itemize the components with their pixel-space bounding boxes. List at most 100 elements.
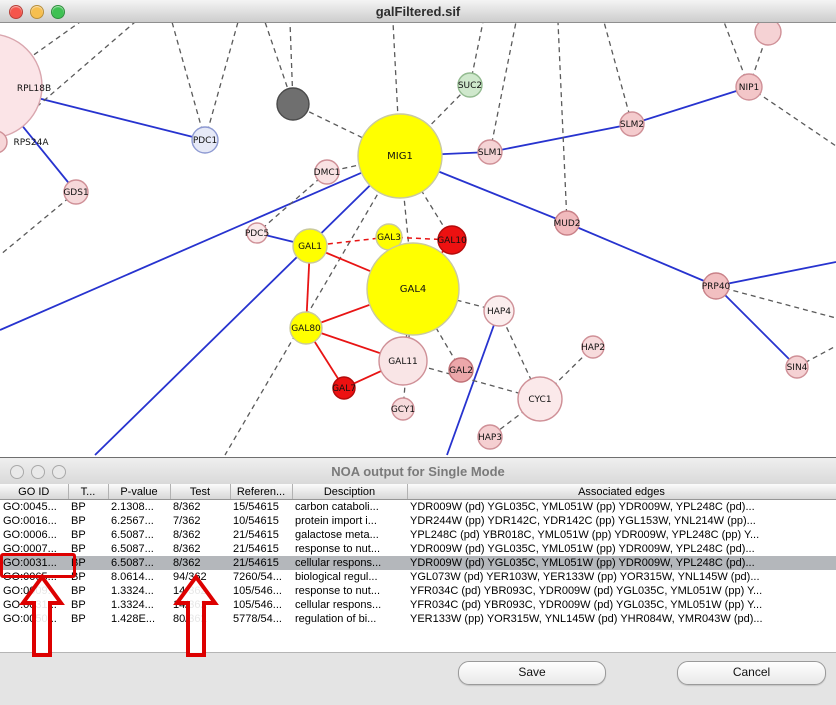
table-cell[interactable]: response to nut...	[295, 585, 380, 597]
table-cell[interactable]: cellular respons...	[295, 599, 382, 611]
table-cell[interactable]: carbon cataboli...	[295, 501, 379, 513]
table-cell[interactable]: 6.5087...	[111, 543, 154, 555]
table-cell[interactable]: BP	[71, 571, 86, 583]
table-cell[interactable]: 7260/54...	[233, 571, 282, 583]
network-node-pdc1[interactable]	[191, 126, 219, 154]
table-cell[interactable]: YFR034C (pd) YBR093C, YDR009W (pd) YGL03…	[410, 599, 763, 611]
table-cell[interactable]: GO:0031...	[0, 556, 68, 570]
network-canvas[interactable]: GDS1PDC1MIG1SUC2SLM1SLM2NIP1DMC1MUD2PDC5…	[0, 0, 836, 457]
table-cell[interactable]: YFR034C (pd) YBR093C, YDR009W (pd) YGL03…	[410, 585, 763, 597]
column-header[interactable]: Test	[170, 484, 231, 500]
close-icon[interactable]	[10, 465, 24, 479]
table-cell[interactable]: GO:0065...	[3, 571, 57, 583]
network-node-pdc5[interactable]	[246, 222, 268, 244]
table-cell[interactable]: 6.5087...	[108, 556, 170, 570]
network-node-slm2[interactable]	[619, 111, 645, 137]
network-node-prp40[interactable]	[702, 272, 730, 300]
table-cell[interactable]: 8/362	[173, 529, 201, 541]
table-cell[interactable]: 15/54615	[233, 501, 279, 513]
table-cell[interactable]: BP	[71, 543, 86, 555]
cancel-button[interactable]: Cancel	[677, 661, 826, 685]
table-cell[interactable]: 94/362	[173, 571, 207, 583]
table-cell[interactable]: 2.1308...	[111, 501, 154, 513]
column-header[interactable]: Desciption	[292, 484, 408, 500]
table-cell[interactable]: 6.5087...	[111, 529, 154, 541]
table-cell[interactable]: GO:0006...	[3, 529, 57, 541]
network-node-cyc1[interactable]	[517, 376, 563, 422]
table-cell[interactable]: 14/362	[173, 599, 207, 611]
table-cell[interactable]: YER133W (pp) YOR315W, YNL145W (pd) YHR08…	[410, 613, 763, 625]
table-cell[interactable]: 8/362	[170, 556, 230, 570]
table-cell[interactable]: BP	[71, 599, 86, 611]
table-cell[interactable]: YDR009W (pd) YGL035C, YML051W (pp) YDR00…	[407, 556, 836, 570]
table-cell[interactable]: 1.3324...	[111, 585, 154, 597]
column-header[interactable]: Associated edges	[407, 484, 836, 500]
table-cell[interactable]: 8/362	[173, 501, 201, 513]
network-node-gal7[interactable]	[332, 376, 356, 400]
table-cell[interactable]: BP	[71, 613, 86, 625]
save-button[interactable]: Save	[458, 661, 606, 685]
table-cell[interactable]: 7/362	[173, 515, 201, 527]
table-cell[interactable]: GO:0016...	[3, 515, 57, 527]
table-cell[interactable]: cellular respons...	[292, 556, 407, 570]
table-cell[interactable]: biological regul...	[295, 571, 378, 583]
network-node-sin4[interactable]	[785, 355, 809, 379]
network-node-hap2[interactable]	[581, 335, 605, 359]
table-cell[interactable]: BP	[71, 585, 86, 597]
table-cell[interactable]: BP	[68, 556, 108, 570]
minimize-icon[interactable]	[30, 5, 44, 19]
network-node-gds1[interactable]	[63, 179, 89, 205]
table-cell[interactable]: 10/54615	[233, 515, 279, 527]
table-cell[interactable]: 1.3324...	[111, 599, 154, 611]
table-cell[interactable]: GO:0045...	[3, 501, 57, 513]
network-node-bigleft[interactable]	[0, 34, 43, 138]
table-cell[interactable]: 5778/54...	[233, 613, 282, 625]
zoom-icon[interactable]	[52, 465, 66, 479]
network-node-gal80[interactable]	[289, 311, 323, 345]
table-cell[interactable]: BP	[71, 501, 86, 513]
network-node-gcy1[interactable]	[391, 397, 415, 421]
table-row[interactable]: GO:0050... BP 1.428E... 80/362 5778/54... reg…	[0, 612, 836, 626]
column-header[interactable]: Referen...	[230, 484, 293, 500]
table-cell[interactable]: GO:0009...	[3, 585, 57, 597]
network-window-titlebar[interactable]: galFiltered.sif	[0, 0, 836, 23]
table-cell[interactable]: GO:0007...	[3, 543, 57, 555]
network-node-gal10[interactable]	[437, 225, 467, 255]
table-cell[interactable]: YDR009W (pd) YGL035C, YML051W (pp) YDR00…	[410, 543, 755, 555]
network-node-mud2[interactable]	[554, 210, 580, 236]
table-row[interactable]: GO:0065... BP 8.0614... 94/362 7260/54... bio…	[0, 570, 836, 584]
network-node-hap3[interactable]	[477, 424, 503, 450]
network-node-gal11[interactable]	[378, 336, 428, 386]
table-cell[interactable]: 8/362	[173, 543, 201, 555]
network-node-grayn[interactable]	[276, 87, 310, 121]
table-cell[interactable]: 1.428E...	[111, 613, 156, 625]
table-cell[interactable]: regulation of bi...	[295, 613, 377, 625]
table-cell[interactable]: 80/362	[173, 613, 207, 625]
table-cell[interactable]: GO:0031...	[3, 599, 57, 611]
table-cell[interactable]: 105/546...	[233, 585, 282, 597]
network-node-dmc1[interactable]	[314, 159, 340, 185]
zoom-icon[interactable]	[51, 5, 65, 19]
network-node-gal2[interactable]	[448, 357, 474, 383]
network-node-gal1[interactable]	[292, 228, 328, 264]
table-cell[interactable]: 21/54615	[230, 556, 292, 570]
table-cell[interactable]: 8.0614...	[111, 571, 154, 583]
network-node-slm1[interactable]	[477, 139, 503, 165]
table-row[interactable]: GO:0031... BP 1.3324... 14/362 105/546... cel…	[0, 598, 836, 612]
table-cell[interactable]: GO:0050...	[3, 613, 57, 625]
table-cell[interactable]: 105/546...	[233, 599, 282, 611]
column-header[interactable]: P-value	[108, 484, 171, 500]
table-cell[interactable]: YPL248C (pd) YBR018C, YML051W (pp) YDR00…	[410, 529, 760, 541]
table-cell[interactable]: YDR244W (pp) YDR142C, YDR142C (pp) YGL15…	[410, 515, 756, 527]
network-node-suc2[interactable]	[457, 72, 483, 98]
column-header[interactable]: GO ID	[0, 484, 69, 500]
table-cell[interactable]: galactose meta...	[295, 529, 379, 541]
column-header[interactable]: T...	[68, 484, 109, 500]
network-node-hap4[interactable]	[483, 295, 515, 327]
table-cell[interactable]: YDR009W (pd) YGL035C, YML051W (pp) YDR00…	[410, 501, 755, 513]
table-cell[interactable]: 21/54615	[233, 543, 279, 555]
close-icon[interactable]	[9, 5, 23, 19]
